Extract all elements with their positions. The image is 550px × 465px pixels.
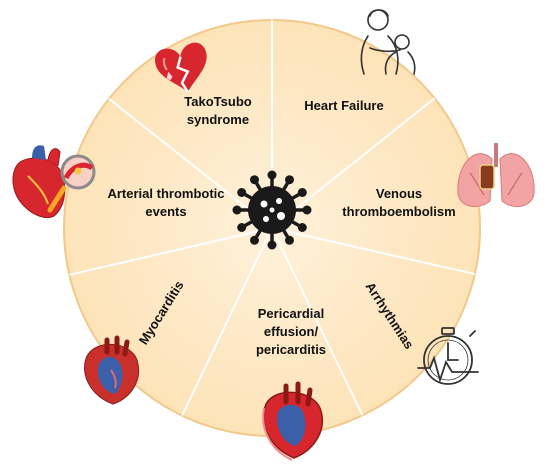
segment-label-heart-failure: Heart Failure xyxy=(304,98,383,113)
segment-divider xyxy=(108,98,273,229)
pericardial-line-3: pericarditis xyxy=(256,342,326,357)
arterial-line-2: events xyxy=(145,204,186,219)
stopwatch-heartbeat-icon xyxy=(417,327,479,385)
segment-divider xyxy=(271,227,364,416)
virus-spot xyxy=(263,216,269,222)
pericardium-heart-icon xyxy=(262,381,323,461)
segment-divider xyxy=(69,227,273,276)
virus-spike-tip xyxy=(285,175,294,185)
myocardium-heart-icon xyxy=(84,335,139,405)
virus-spike-tip xyxy=(250,235,259,245)
virus-spike-tip xyxy=(237,223,247,232)
broken-heart-icon xyxy=(155,42,207,93)
pericardial-line-2: effusion/ xyxy=(264,324,319,339)
virus-spike-tip xyxy=(297,223,307,232)
venous-line-1: Venous xyxy=(376,186,422,201)
takotsubo-line-1: TakoTsubo xyxy=(184,94,251,109)
segment-divider xyxy=(271,97,436,229)
coronavirus-icon xyxy=(232,170,312,250)
virus-spike-tip xyxy=(232,205,242,215)
segment-label-pericardial: Pericardial effusion/ pericarditis xyxy=(256,306,326,357)
heart-artery-clot-icon xyxy=(12,145,96,219)
segment-label-arterial-thrombotic: Arterial thrombotic events xyxy=(107,186,224,219)
virus-spike-tip xyxy=(267,240,277,250)
takotsubo-line-2: syndrome xyxy=(187,112,249,127)
arterial-line-1: Arterial thrombotic xyxy=(107,186,224,201)
heart-failure-line-1: Heart Failure xyxy=(304,98,383,113)
virus-spike-tip xyxy=(237,188,247,197)
virus-spike-tip xyxy=(302,205,312,215)
virus-spike-tip xyxy=(250,175,259,185)
segment-divider xyxy=(181,227,273,417)
virus-spot xyxy=(277,212,285,220)
segment-label-venous-thromboembolism: Venous thromboembolism xyxy=(342,186,455,219)
virus-spot xyxy=(276,198,282,204)
segment-label-takotsubo: TakoTsubo syndrome xyxy=(184,94,251,127)
virus-spike-tip xyxy=(297,188,307,197)
virus-spike-tip xyxy=(285,235,294,245)
virus-spike-tip xyxy=(267,170,277,180)
venous-line-2: thromboembolism xyxy=(342,204,455,219)
virus-spot xyxy=(269,207,275,213)
virus-spot xyxy=(260,200,268,208)
lungs-icon xyxy=(457,143,535,208)
caregiver-elderly-icon xyxy=(360,9,416,75)
pericardial-line-1: Pericardial xyxy=(258,306,325,321)
segment-divider xyxy=(271,227,476,276)
